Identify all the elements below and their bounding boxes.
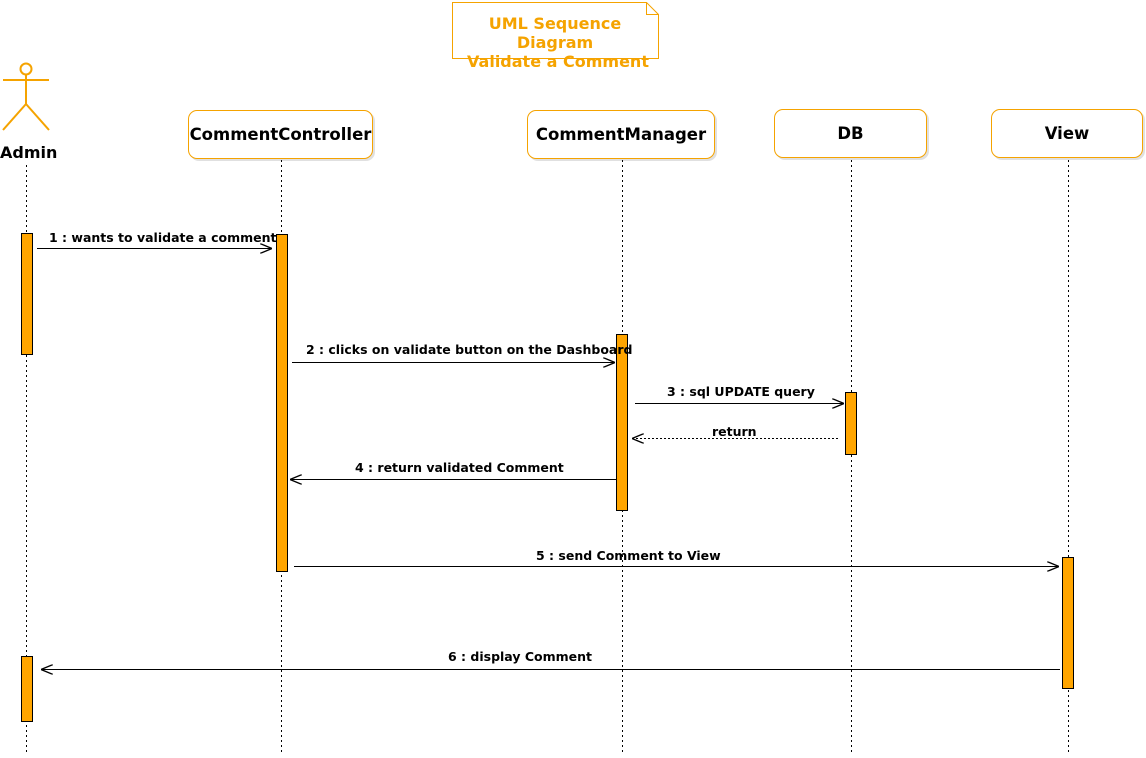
activation-admin-2 <box>21 656 33 722</box>
message-label-1: 1 : wants to validate a comment <box>49 230 277 245</box>
message-label-4: 4 : return validated Comment <box>355 460 564 475</box>
activation-comment-manager <box>616 334 628 511</box>
admin-actor-label: Admin <box>0 143 58 162</box>
activation-db <box>845 392 857 455</box>
title-note-text: UML Sequence Diagram Validate a Comment <box>452 2 658 71</box>
activation-admin-1 <box>21 233 33 355</box>
participant-db: DB <box>774 109 927 158</box>
note-title-line-1: UML Sequence Diagram <box>488 14 622 52</box>
participant-view: View <box>991 109 1143 158</box>
activation-comment-controller <box>276 234 288 572</box>
message-label-3: 3 : sql UPDATE query <box>667 384 815 399</box>
note-title-line-2: Validate a Comment <box>467 52 649 71</box>
message-label-return: return <box>712 424 757 439</box>
title-note <box>452 2 659 59</box>
admin-actor-figure <box>2 62 50 131</box>
participant-comment-controller: CommentController <box>188 110 373 159</box>
activation-view <box>1062 557 1074 689</box>
message-label-2: 2 : clicks on validate button on the Das… <box>306 342 633 357</box>
participant-comment-manager: CommentManager <box>527 110 715 159</box>
message-label-6: 6 : display Comment <box>448 649 593 664</box>
message-label-5: 5 : send Comment to View <box>536 548 721 563</box>
